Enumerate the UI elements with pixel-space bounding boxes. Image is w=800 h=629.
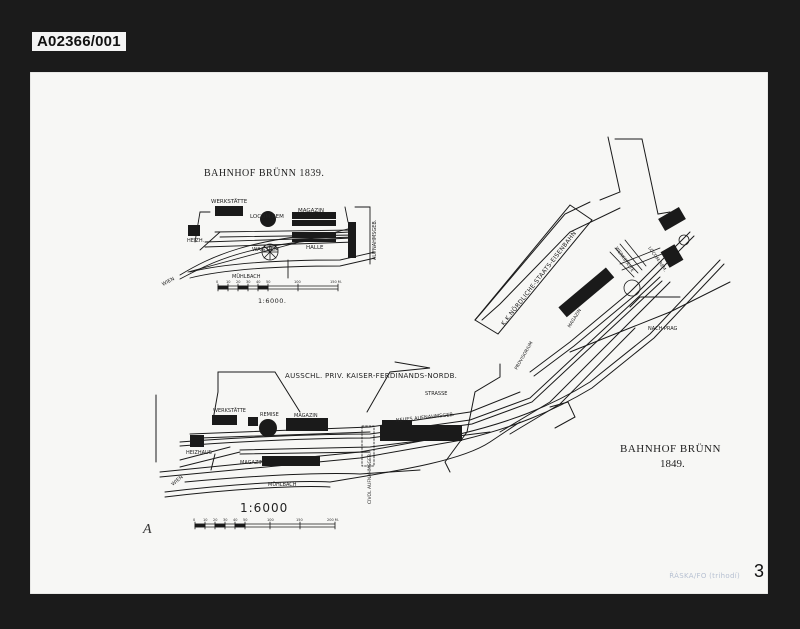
archive-id: A02366/001 xyxy=(32,32,126,51)
ferdinand-line-label: AUSSCHL. PRIV. KAISER-FERDINANDS-NORDB. xyxy=(285,372,457,380)
svg-text:10: 10 xyxy=(203,518,207,522)
inset-tracks xyxy=(179,226,376,280)
staatsbahn-corridor xyxy=(474,204,593,335)
railway-plan: BAHNHOF BRÜNN 1839. xyxy=(142,136,731,537)
main-year: 1849. xyxy=(660,458,685,470)
main-scale-bar xyxy=(194,521,336,530)
nach-prag-label: NACH PRAG xyxy=(648,326,678,332)
inset-turntable xyxy=(261,243,279,261)
strasse-label: STRASSE xyxy=(425,391,447,397)
inset-scale-ticks: 0 10 20 30 40 50 100 150 M. xyxy=(216,280,342,284)
main-buildings xyxy=(190,206,686,466)
svg-text:150 M.: 150 M. xyxy=(330,280,342,284)
svg-text:20: 20 xyxy=(236,280,240,284)
neues-aufnahmsgeb-label: NEUES AUFNAHMSGEB. xyxy=(396,412,456,424)
svg-text:20: 20 xyxy=(213,518,217,522)
provisorium-label: PROVISORIUM xyxy=(514,340,535,371)
inset-locomrem-label: LOCOM.REM xyxy=(250,214,284,220)
inset-magazin-label: MAGAZIN xyxy=(298,208,324,214)
inset-halle-label: HALLE xyxy=(306,245,324,251)
main-scale-label: 1:6000 xyxy=(240,501,288,515)
svg-text:0: 0 xyxy=(193,518,195,522)
inset-werkstatte-label: WERKSTÄTTE xyxy=(211,198,248,205)
svg-text:10: 10 xyxy=(226,280,230,284)
magazin-label: MAGAZIN xyxy=(294,413,318,419)
svg-text:100: 100 xyxy=(294,280,301,284)
magazin-lower-label: MAGAZIN xyxy=(240,460,264,466)
main-title: BAHNHOF BRÜNN xyxy=(620,443,721,455)
svg-text:30: 30 xyxy=(223,518,227,522)
inset-aufnahmsgeb-label: AUFNAHMSGEB. xyxy=(372,219,378,260)
svg-text:40: 40 xyxy=(233,518,237,522)
heizhaus-label: HEIZHAUS xyxy=(186,450,212,456)
inset-buildings xyxy=(188,206,356,258)
svg-text:50: 50 xyxy=(243,518,247,522)
svg-text:40: 40 xyxy=(256,280,260,284)
inset-muhlbach-label: MÜHLBACH xyxy=(232,273,261,280)
inset-heizh-label: HEIZH. xyxy=(187,238,204,244)
svg-text:50: 50 xyxy=(266,280,270,284)
plan-sheet: BAHNHOF BRÜNN 1839. xyxy=(30,72,768,594)
archive-stamp: ŘÁSKA/FO (trihodí) xyxy=(669,572,740,580)
provisional-station xyxy=(361,425,375,467)
main-scale-ticks: 0 10 20 30 40 50 100 150 200 M. xyxy=(193,518,339,522)
svg-text:150: 150 xyxy=(296,518,303,522)
svg-text:0: 0 xyxy=(216,280,218,284)
page-number: 3 xyxy=(753,561,764,581)
inset-wagrem-label: WAG.REM xyxy=(252,247,279,253)
muhlbach-label: MÜHLBACH xyxy=(268,481,297,488)
remise-label: REMISE xyxy=(260,412,279,418)
aufnahmsgeb-label: CIVOL AUFNAHMSGEB. xyxy=(367,453,373,504)
inset-scale-label: 1:6000. xyxy=(258,297,286,305)
inset-wien-label: WIEN xyxy=(161,276,176,288)
inset-title: BAHNHOF BRÜNN 1839. xyxy=(204,167,324,179)
svg-text:30: 30 xyxy=(246,280,250,284)
svg-text:100: 100 xyxy=(267,518,274,522)
muhlbach-stream xyxy=(164,421,521,498)
inset-scale-bar xyxy=(217,283,339,292)
corner-letter: A xyxy=(142,522,152,537)
svg-text:200 M.: 200 M. xyxy=(327,518,339,522)
east-turntables xyxy=(609,234,690,297)
werkstatte-label: WERKSTÄTTE xyxy=(213,407,246,414)
